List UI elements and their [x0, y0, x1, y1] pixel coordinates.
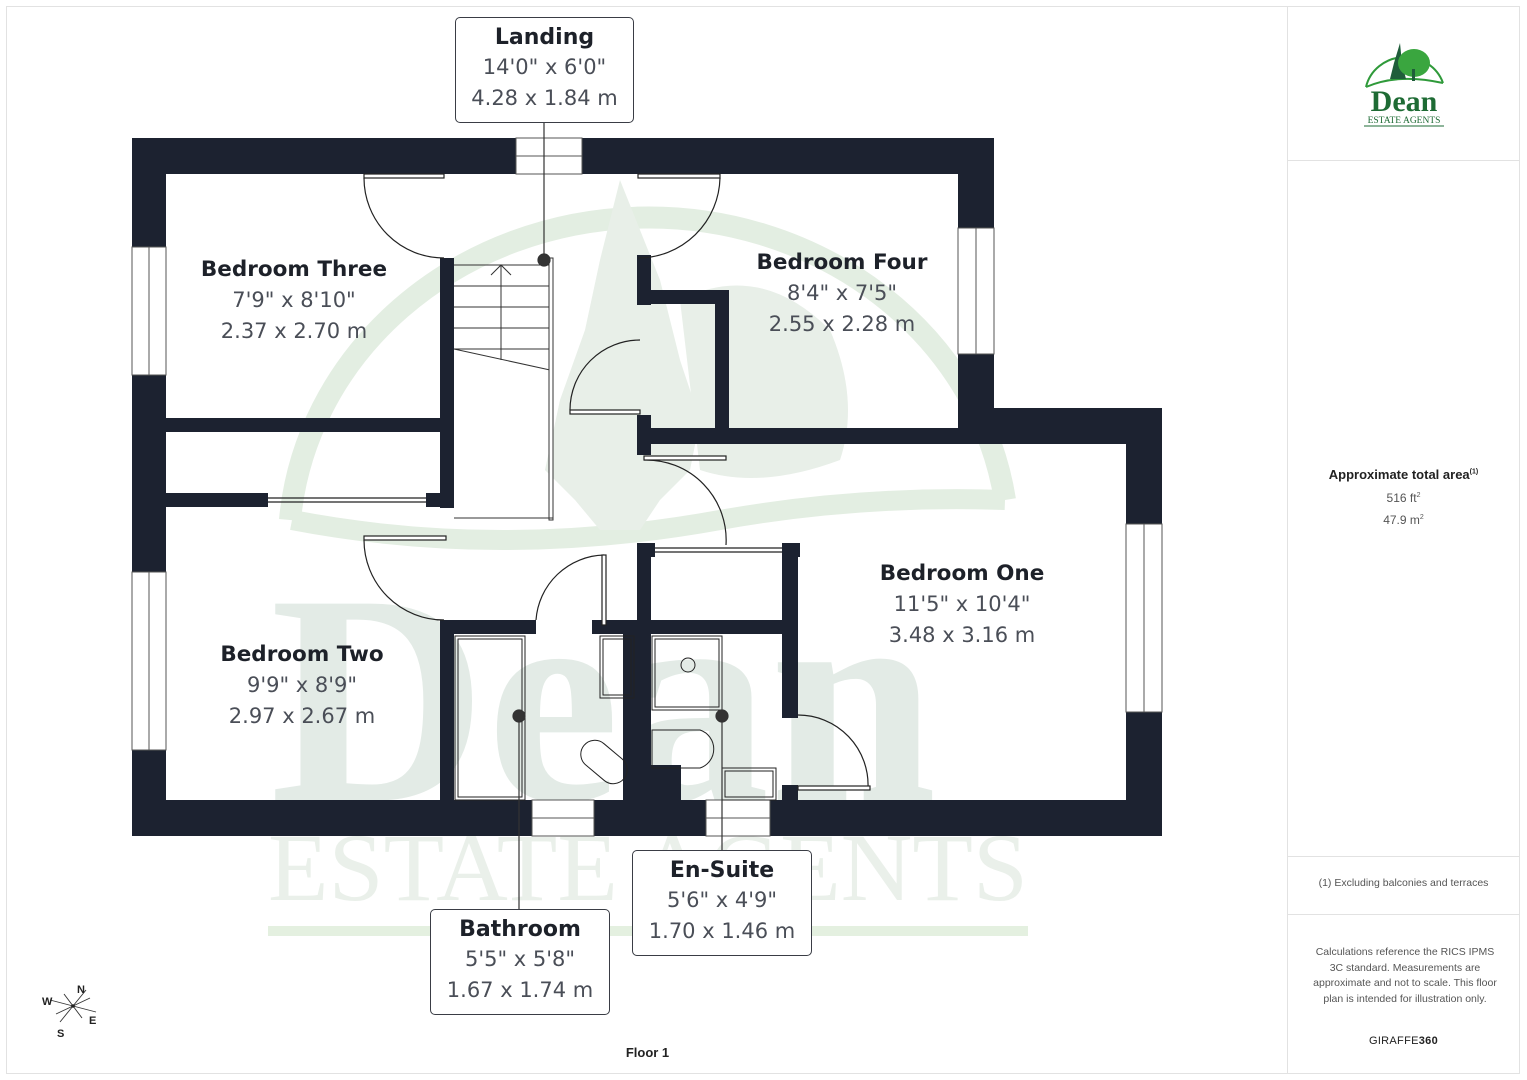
- room-name: Bedroom One: [879, 561, 1045, 586]
- staircase: [453, 257, 554, 521]
- svg-text:Dean: Dean: [1371, 85, 1438, 118]
- room-name: Bedroom Three: [200, 257, 388, 282]
- room-label-bedroom-two: Bedroom Two 9'9" x 8'9" 2.97 x 2.67 m: [192, 640, 412, 732]
- room-imperial: 5'6" x 4'9": [666, 888, 778, 912]
- callout-bathroom: Bathroom 5'5" x 5'8" 1.67 x 1.74 m: [430, 909, 610, 1015]
- room-imperial: 11'5" x 10'4": [893, 592, 1031, 616]
- dean-logo-icon: Dean ESTATE AGENTS: [1364, 43, 1444, 127]
- svg-text:ESTATE AGENTS: ESTATE AGENTS: [1368, 116, 1441, 126]
- room-metric: 1.67 x 1.74 m: [446, 978, 594, 1002]
- room-name: En-Suite: [669, 858, 775, 883]
- room-name: Bathroom: [459, 917, 581, 942]
- room-imperial: 7'9" x 8'10": [232, 288, 356, 312]
- floor-label: Floor 1: [625, 1045, 670, 1060]
- logo-section: Dean ESTATE AGENTS: [1288, 7, 1519, 161]
- info-sidebar: Dean ESTATE AGENTS Approximate total are…: [1287, 7, 1519, 1073]
- room-name: Bedroom Four: [756, 250, 928, 275]
- area-sqft: 516 ft2: [1386, 491, 1421, 505]
- area-title: Approximate total area(1): [1328, 467, 1479, 482]
- room-imperial: 5'5" x 5'8": [464, 947, 576, 971]
- compass-south: S: [57, 1028, 65, 1040]
- compass-rose: N E S W: [34, 980, 114, 1045]
- label-leaders: [512, 122, 729, 910]
- floor-plan-area: Dean ESTATE AGENTS: [7, 7, 1287, 1073]
- room-imperial: 9'9" x 8'9": [246, 673, 358, 697]
- doors: [268, 173, 871, 791]
- area-section: Approximate total area(1) 516 ft2 47.9 m…: [1288, 161, 1519, 857]
- exclusion-section: (1) Excluding balconies and terraces: [1288, 857, 1519, 915]
- room-imperial: 14'0" x 6'0": [482, 55, 607, 79]
- exclusion-note: (1) Excluding balconies and terraces: [1318, 877, 1489, 889]
- disclaimer-text: Calculations reference the RICS IPMS 3C …: [1313, 946, 1497, 1005]
- room-metric: 4.28 x 1.84 m: [471, 86, 618, 110]
- compass-west: W: [42, 996, 53, 1008]
- room-label-bedroom-three: Bedroom Three 7'9" x 8'10" 2.37 x 2.70 m: [184, 255, 404, 347]
- fixtures: [454, 635, 777, 801]
- room-label-bedroom-one: Bedroom One 11'5" x 10'4" 3.48 x 3.16 m: [852, 559, 1072, 651]
- room-metric: 2.55 x 2.28 m: [768, 312, 916, 336]
- area-sqm: 47.9 m2: [1383, 513, 1424, 527]
- page-frame: [6, 6, 1520, 1074]
- compass-north: N: [77, 984, 85, 996]
- disclaimer-section: Calculations reference the RICS IPMS 3C …: [1288, 915, 1519, 1073]
- compass-east: E: [89, 1015, 97, 1027]
- room-metric: 1.70 x 1.46 m: [648, 919, 796, 943]
- callout-en-suite: En-Suite 5'6" x 4'9" 1.70 x 1.46 m: [632, 850, 812, 956]
- room-metric: 2.37 x 2.70 m: [220, 319, 368, 343]
- room-metric: 3.48 x 3.16 m: [888, 623, 1036, 647]
- room-name: Bedroom Two: [220, 642, 384, 667]
- room-metric: 2.97 x 2.67 m: [228, 704, 376, 728]
- giraffe360-brand: GIRAFFE360: [1368, 1035, 1439, 1047]
- room-imperial: 8'4" x 7'5": [786, 281, 898, 305]
- compass-icon: [49, 989, 97, 1023]
- windows: [131, 137, 1163, 837]
- callout-landing: Landing 14'0" x 6'0" 4.28 x 1.84 m: [455, 17, 634, 123]
- floor-plan-svg: Dean ESTATE AGENTS: [131, 122, 1163, 936]
- room-name: Landing: [494, 25, 595, 50]
- room-label-bedroom-four: Bedroom Four 8'4" x 7'5" 2.55 x 2.28 m: [732, 248, 952, 340]
